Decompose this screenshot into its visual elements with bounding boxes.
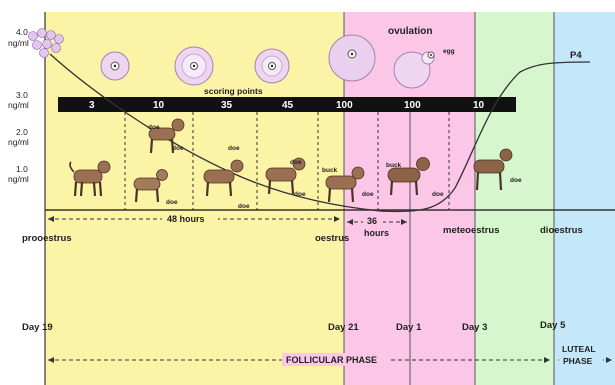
- doe-label: doe: [290, 159, 302, 166]
- doe-label: doe: [166, 199, 178, 206]
- p4-label: P4: [570, 50, 582, 61]
- stage-meteoestrus: meteoestrus: [443, 225, 500, 236]
- doe-label: doe: [294, 191, 306, 198]
- y-tick-1-unit: ng/ml: [8, 174, 29, 184]
- buck-label: buck: [386, 162, 402, 169]
- score-value: 10: [153, 100, 165, 111]
- doe-label: doe: [238, 203, 250, 210]
- y-axis: 4.0 ng/ml 3.0 ng/ml 2.0 ng/ml 1.0 ng/ml: [8, 27, 29, 184]
- score-value: 10: [473, 100, 485, 111]
- day-19-label: Day 19: [22, 322, 53, 333]
- luteal-phase-label-line1: LUTEAL: [562, 344, 596, 354]
- score-value: 100: [404, 100, 421, 111]
- egg-label: egg: [443, 48, 455, 55]
- stage-dioestrus: dioestrus: [540, 225, 583, 236]
- y-tick-2-value: 2.0: [16, 127, 28, 137]
- interval-48-label: 48 hours: [167, 214, 205, 224]
- y-tick-2-unit: ng/ml: [8, 137, 29, 147]
- day-1-label: Day 1: [396, 322, 422, 333]
- score-value: 45: [282, 100, 294, 111]
- score-value: 35: [221, 100, 233, 111]
- day-3-label: Day 3: [462, 322, 487, 333]
- follicle-icon-medium: [175, 47, 213, 85]
- y-tick-4-unit: ng/ml: [8, 38, 29, 48]
- follicular-phase-label: FOLLICULAR PHASE: [286, 355, 377, 365]
- follicle-icon-small: [101, 52, 129, 80]
- y-tick-3-unit: ng/ml: [8, 100, 29, 110]
- doe-label: doe: [148, 124, 160, 131]
- interval-36-label-hours: hours: [364, 228, 389, 238]
- y-tick-4-value: 4.0: [16, 27, 28, 37]
- doe-label: doe: [228, 145, 240, 152]
- day-21-label: Day 21: [328, 322, 359, 333]
- luteal-phase-label-line2: PHASE: [563, 356, 593, 366]
- day-5-label: Day 5: [540, 320, 566, 331]
- doe-label: doe: [432, 191, 444, 198]
- score-value: 3: [89, 100, 95, 111]
- score-value: 100: [336, 100, 353, 111]
- doe-label: doe: [172, 145, 184, 152]
- buck-label: buck: [322, 167, 338, 174]
- follicle-icon-large: [255, 49, 289, 83]
- ovulation-label: ovulation: [388, 26, 432, 37]
- mature-follicle-icon: [329, 35, 375, 81]
- interval-36-label: 36: [367, 216, 377, 226]
- doe-label: doe: [362, 191, 374, 198]
- stage-prooestrus: prooestrus: [22, 233, 72, 244]
- y-tick-3-value: 3.0: [16, 90, 28, 100]
- stage-oestrus: oestrus: [315, 233, 349, 244]
- doe-label: doe: [510, 177, 522, 184]
- y-tick-1-value: 1.0: [16, 164, 28, 174]
- scoring-points-label: scoring points: [204, 86, 263, 96]
